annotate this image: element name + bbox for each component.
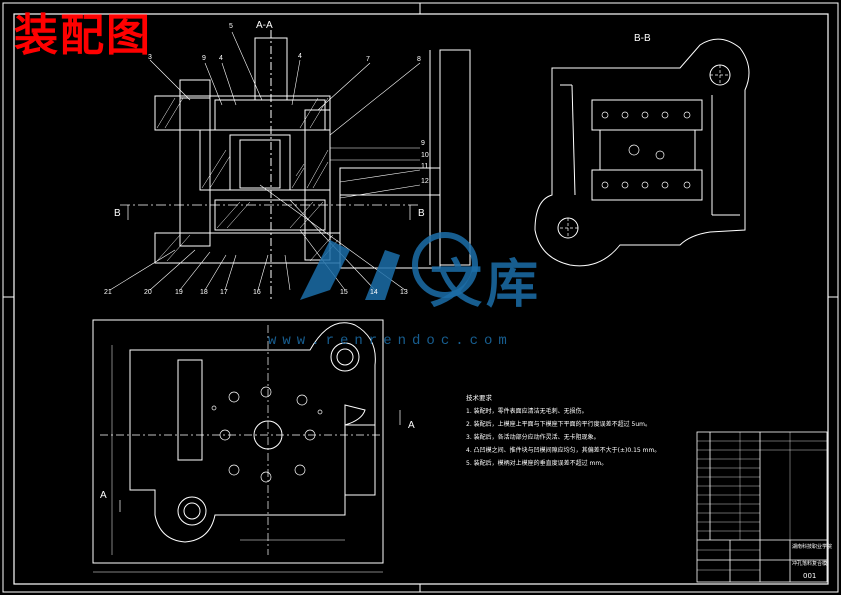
section-aa-leaders (109, 31, 421, 291)
part-number: 19 (175, 289, 183, 296)
part-number: 7 (366, 56, 370, 63)
part-number: 20 (144, 289, 152, 296)
part-number: 18 (200, 289, 208, 296)
part-number: 11 (421, 163, 429, 170)
section-line-bb (120, 204, 420, 220)
section-aa-hatching (156, 97, 339, 262)
plan-view-dimensions (93, 345, 383, 573)
notes-line: 2. 装配后，上模座上平面与下模座下平面的平行度误差不超过 5um。 (466, 421, 652, 428)
title-block-drawing-name: 冲孔落料复合模 (792, 561, 828, 567)
section-mark-a-left: A (100, 490, 107, 501)
part-number: 9 (421, 140, 425, 147)
part-number: 5 (229, 23, 233, 30)
notes-line: 3. 装配后，各活动部分应动作灵活、无卡阻现象。 (466, 434, 600, 441)
page-title: 装配图 (14, 10, 152, 61)
part-number: 4 (219, 55, 223, 62)
part-number: 12 (421, 178, 429, 185)
watermark-brand: 文库 (430, 255, 543, 315)
part-number: 13 (400, 289, 408, 296)
watermark-url: www.renrendoc.com (268, 333, 513, 349)
title-block-drawing-no: 001 (803, 572, 817, 580)
section-aa-view (154, 30, 471, 300)
center-ticks (3, 3, 838, 592)
section-mark-a-right: A (408, 420, 415, 431)
plan-view-holes (100, 325, 401, 555)
part-number: 15 (340, 289, 348, 296)
part-number: 21 (104, 289, 112, 296)
part-number: 3 (148, 54, 152, 61)
part-number: 14 (370, 289, 378, 296)
part-number: 8 (417, 56, 421, 63)
section-bb-view (534, 38, 750, 267)
part-number: 17 (220, 289, 228, 296)
inner-border (13, 13, 829, 585)
section-bb-holes (560, 65, 730, 238)
title-block-rows (697, 432, 827, 571)
section-mark-b-right: B (418, 208, 425, 219)
plan-view (92, 319, 384, 564)
notes-line: 5. 装配后，模柄对上模座的垂直度误差不超过 mm。 (466, 460, 608, 467)
notes-line: 4. 凸凹模之间、推件块与凹模间隙应均匀，其偏差不大于(±)0.15 mm。 (466, 447, 661, 454)
part-number: 16 (253, 289, 261, 296)
section-mark-b-left: B (114, 208, 121, 219)
part-number: 10 (421, 152, 429, 159)
part-number: 9 (202, 55, 206, 62)
technical-notes: 技术要求 1. 装配时，零件表面应清洁无毛刺、无损伤。 2. 装配后，上模座上平… (466, 392, 660, 470)
view-bb-label: B-B (634, 33, 651, 44)
view-aa-label: A-A (256, 20, 273, 31)
notes-line: 1. 装配时，零件表面应清洁无毛刺、无损伤。 (466, 408, 588, 415)
watermark-logo (300, 232, 478, 300)
part-number: 4 (298, 53, 302, 60)
notes-heading: 技术要求 (466, 394, 492, 402)
title-block-school: 湖南科技职业学院 (792, 544, 833, 550)
